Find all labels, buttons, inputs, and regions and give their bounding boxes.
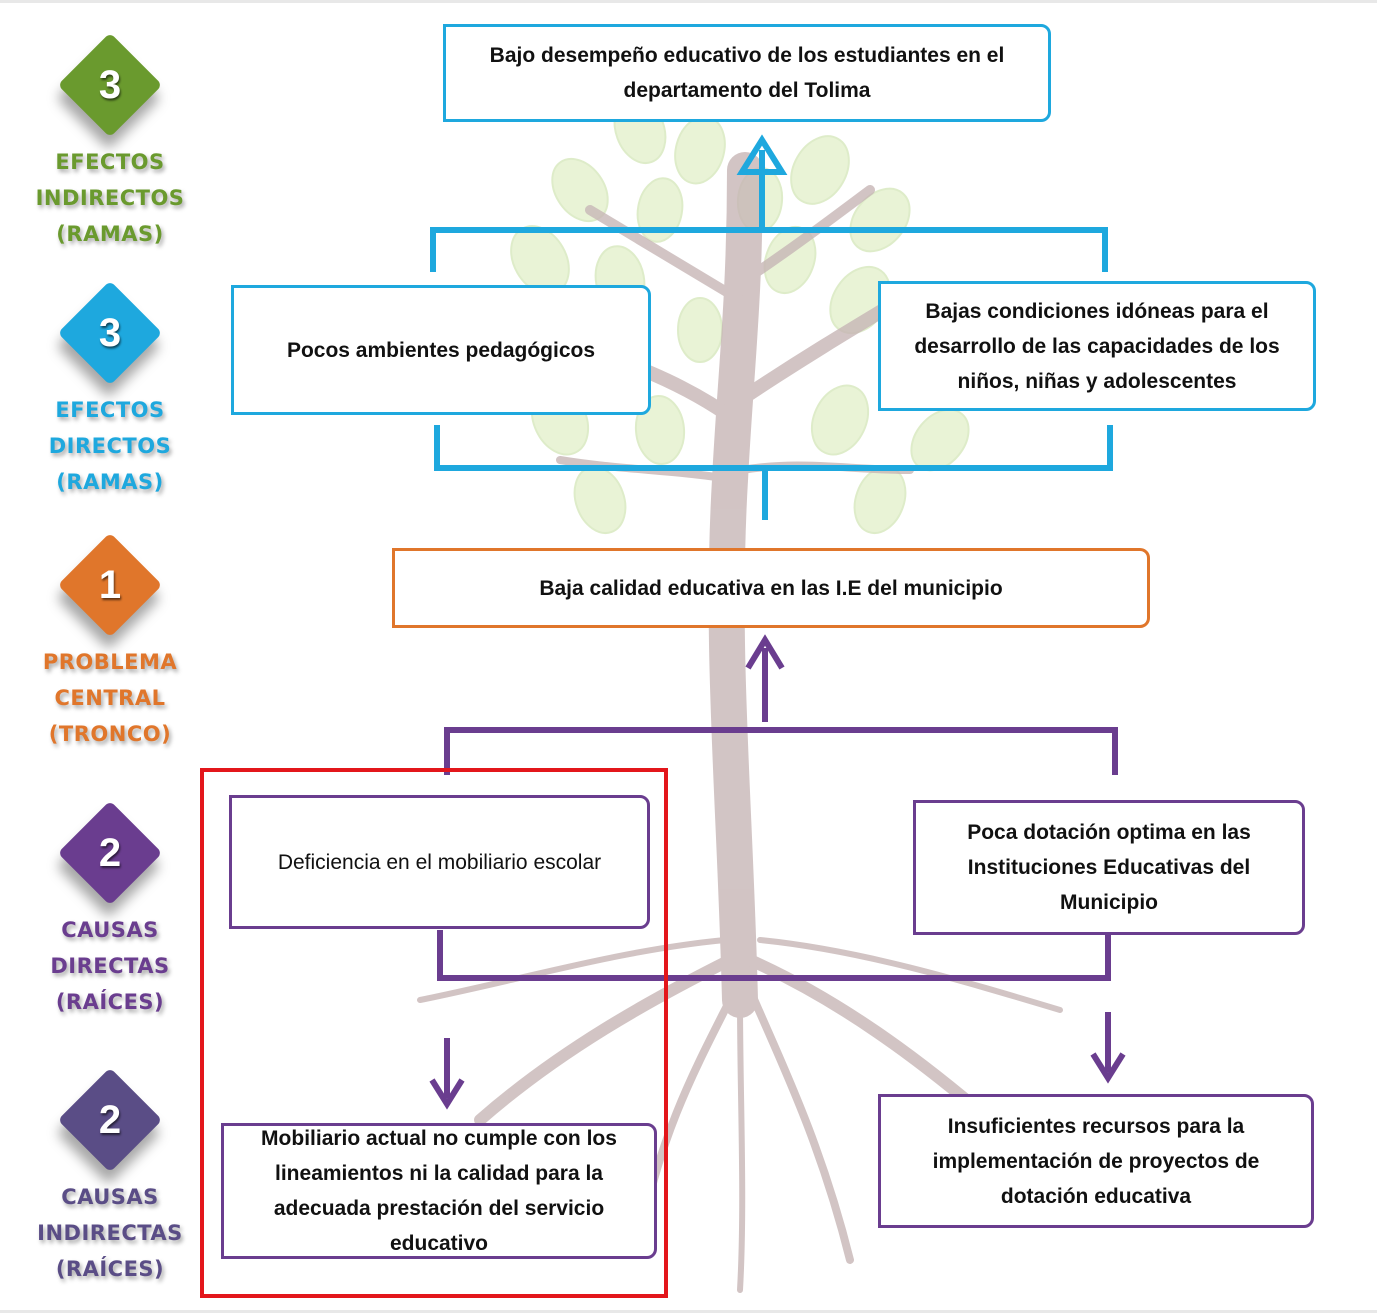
- leaf: [810, 384, 870, 456]
- direct-effect-right-box: Bajas condiciones idóneas para el desarr…: [878, 281, 1316, 411]
- tree-branch: [740, 185, 875, 285]
- tree-trunk: [708, 152, 763, 1018]
- causes-top-bracket: [444, 727, 1118, 775]
- bottom-border: [0, 1310, 1377, 1313]
- effects-bottom-bracket: [434, 425, 1113, 471]
- direct-cause-left-box: Deficiencia en el mobiliario escolar: [229, 795, 650, 929]
- leaf: [677, 297, 723, 363]
- tree-root: [746, 986, 854, 1264]
- left-down-arrowhead: [429, 1078, 465, 1110]
- indirect-effect-box: Bajo desempeño educativo de los estudian…: [443, 24, 1051, 122]
- diamond-badge: 2: [55, 1065, 165, 1175]
- leaf: [573, 466, 627, 534]
- indirect-cause-right-box: Insuficientes recursos para la implement…: [878, 1094, 1314, 1228]
- highlight-frame: [200, 768, 668, 1298]
- tree-root: [417, 937, 728, 1003]
- direct-effect-left-box: Pocos ambientes pedagógicos: [231, 285, 651, 415]
- leaf: [674, 115, 726, 185]
- diamond-badge: 1: [55, 530, 165, 640]
- leaf: [634, 395, 686, 465]
- tree-branch: [733, 293, 907, 407]
- diamond-badge: 3: [55, 30, 165, 140]
- leaf: [790, 135, 850, 205]
- causes-bottom-bracket: [437, 930, 1111, 981]
- effects-top-bracket: [430, 227, 1108, 272]
- direct-cause-right-box: Poca dotación optima en las Institucione…: [913, 800, 1305, 935]
- tree-branch: [585, 205, 745, 305]
- diamond-badge: 2: [55, 798, 165, 908]
- leaf: [636, 177, 684, 243]
- diamond-badge: 3: [55, 278, 165, 388]
- top-border: [0, 0, 1377, 3]
- indirect-cause-left-box: Mobiliario actual no cumple con los line…: [221, 1123, 657, 1259]
- tree-root: [757, 937, 1063, 1013]
- right-down-arrowhead: [1090, 1052, 1126, 1084]
- central-problem-box: Baja calidad educativa en las I.E del mu…: [392, 548, 1150, 628]
- leaf: [849, 187, 911, 253]
- causes-up-arrowhead: [745, 634, 785, 670]
- effects-arrowhead: [736, 134, 788, 175]
- tree-root: [737, 997, 746, 1293]
